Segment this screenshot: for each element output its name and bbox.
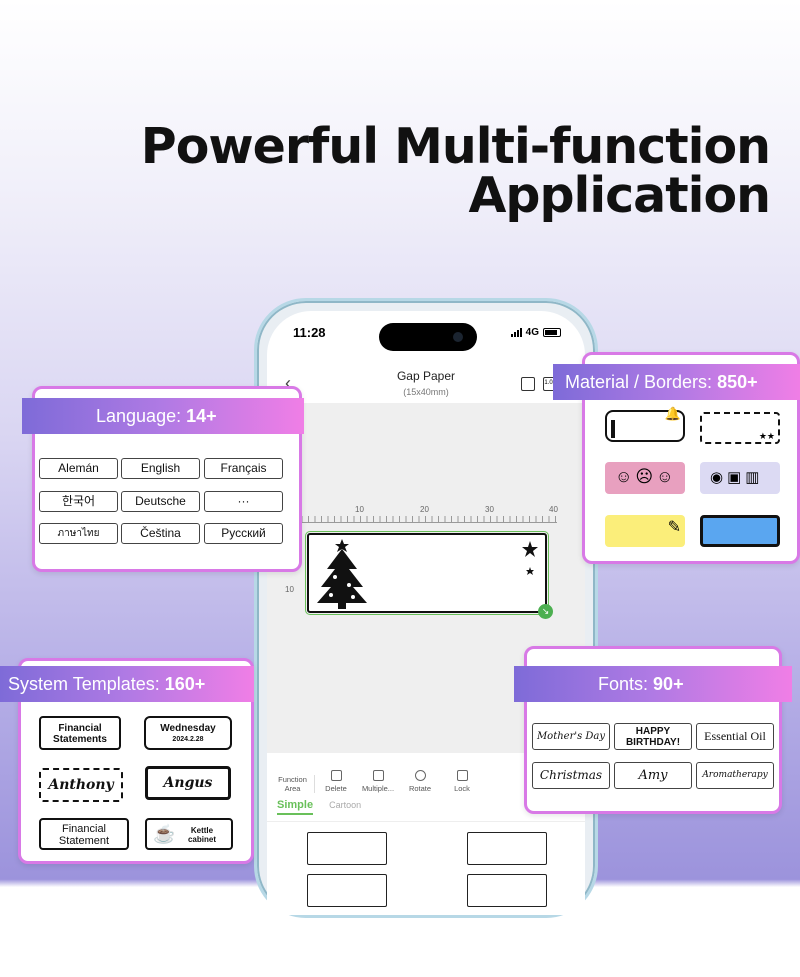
border-sample-pencil[interactable]: ✎ — [605, 515, 685, 547]
template-thumb[interactable] — [467, 874, 547, 907]
status-time: 11:28 — [293, 325, 326, 340]
fonts-tag: Fonts: 90+ — [514, 666, 792, 702]
page-subtitle: (15x40mm) — [403, 387, 449, 397]
language-tag-label: Language: — [96, 406, 182, 426]
status-icons: 4G — [510, 327, 561, 338]
template-financial-statement[interactable]: Financial Statement — [39, 818, 129, 850]
ruler: 0 10 20 30 40 — [293, 505, 558, 523]
template-kettle-cabinet[interactable]: ☕ Kettle cabinet — [145, 818, 233, 850]
fonts-tag-value: 90+ — [653, 674, 684, 694]
page-title: Gap Paper — [396, 369, 456, 383]
battery-icon — [543, 328, 561, 337]
language-tag-value: 14+ — [186, 406, 217, 426]
kettle-icon: ☕ — [153, 824, 176, 844]
template-anthony[interactable]: Anthony — [39, 768, 123, 802]
label-preview[interactable]: ↘ — [305, 531, 553, 619]
delete-button[interactable]: Delete — [315, 770, 357, 793]
templates-tag-value: 160+ — [164, 674, 206, 694]
ruler-label: 40 — [549, 505, 558, 514]
template-angus[interactable]: Angus — [145, 766, 231, 800]
language-tag: Language: 14+ — [22, 398, 304, 434]
tab-cartoon[interactable]: Cartoon — [329, 800, 362, 810]
design-canvas[interactable]: 0 10 20 30 40 10 — [267, 403, 585, 753]
side-ruler-label: 10 — [285, 585, 294, 594]
christmas-tree-icon — [317, 539, 367, 609]
language-chip[interactable]: Deutsche — [121, 491, 200, 512]
multiple-button[interactable]: Multiple... — [357, 770, 399, 793]
language-chip[interactable]: English — [121, 458, 200, 479]
border-sample-faces[interactable]: ☺☹☺ — [605, 462, 685, 494]
lock-label: Lock — [454, 784, 470, 793]
material-tag-value: 850+ — [717, 372, 758, 392]
font-sample-amy[interactable]: Amy — [614, 762, 692, 789]
template-thumb[interactable] — [307, 832, 387, 865]
toolbar: Function Area Delete Multiple... Rotate … — [267, 753, 585, 793]
star-icon — [522, 541, 538, 575]
template-kettle-line2: cabinet — [187, 835, 216, 844]
headline-line1: Powerful Multi-function — [140, 118, 771, 175]
template-kettle-line1: Kettle — [190, 826, 214, 835]
bell-icon: 🔔 — [664, 406, 681, 421]
trash-icon — [330, 770, 342, 781]
template-wednesday-date: 2024.2.28 — [172, 736, 204, 743]
food-icons: ◉▣▥ — [710, 469, 764, 486]
template-financial-statements[interactable]: Financial Statements — [39, 716, 121, 750]
multi-select-icon — [372, 770, 384, 781]
border-sample-blue[interactable] — [700, 515, 780, 547]
back-icon[interactable]: ‹ — [285, 373, 291, 393]
language-chip[interactable]: ภาษาไทย — [39, 523, 118, 544]
lock-button[interactable]: Lock — [441, 770, 483, 793]
template-grid — [267, 821, 585, 915]
border-sample-dashed[interactable]: ★★ — [700, 412, 780, 444]
template-wednesday-title: Wednesday — [160, 723, 216, 734]
language-chip[interactable]: Русский — [204, 523, 283, 544]
tab-simple[interactable]: Simple — [277, 799, 314, 815]
ruler-label: 20 — [420, 505, 429, 514]
stars-icon: ★★ — [758, 431, 775, 441]
lock-icon — [456, 770, 468, 781]
rotate-icon — [414, 770, 426, 781]
font-sample-aromatherapy[interactable]: Aromatherapy — [696, 762, 774, 789]
dynamic-island — [379, 323, 477, 351]
rotate-button[interactable]: Rotate — [399, 770, 441, 793]
delete-label: Delete — [325, 784, 347, 793]
ruler-label: 30 — [485, 505, 494, 514]
template-thumb[interactable] — [307, 874, 387, 907]
language-chip[interactable]: Français — [204, 458, 283, 479]
emoji-faces-icon: ☺☹☺ — [615, 467, 677, 486]
font-sample-mothers-day[interactable]: Mother's Day — [532, 723, 610, 750]
language-chip[interactable]: ··· — [204, 491, 283, 512]
font-sample-christmas[interactable]: Christmas — [532, 762, 610, 789]
rotate-view-icon[interactable] — [521, 377, 535, 391]
headline: Powerful Multi-function Application — [140, 118, 771, 224]
material-tag: Material / Borders: 850+ — [553, 364, 800, 400]
headline-line2: Application — [468, 167, 771, 224]
phone-screen: 11:28 4G ‹ Gap Paper (15x40mm) 1.0x 0 10… — [267, 311, 585, 915]
resize-handle[interactable]: ↘ — [538, 604, 553, 619]
candle-icon — [611, 420, 615, 438]
font-sample-essential-oil[interactable]: Essential Oil — [696, 723, 774, 750]
border-sample-food[interactable]: ◉▣▥ — [700, 462, 780, 494]
border-sample-bell[interactable]: 🔔 — [605, 406, 685, 442]
material-tag-label: Material / Borders: — [565, 372, 713, 392]
language-chip[interactable]: 한국어 — [39, 491, 118, 512]
rotate-label: Rotate — [408, 784, 432, 793]
network-label: 4G — [525, 327, 539, 338]
fonts-tag-label: Fonts: — [598, 674, 649, 694]
templates-tag: System Templates: 160+ — [0, 666, 254, 702]
multiple-label: Multiple... — [361, 784, 395, 793]
pencil-icon: ✎ — [667, 519, 681, 536]
templates-tag-label: System Templates: — [8, 674, 160, 694]
phone-mockup: 11:28 4G ‹ Gap Paper (15x40mm) 1.0x 0 10… — [254, 298, 598, 918]
ruler-label: 10 — [355, 505, 364, 514]
template-thumb[interactable] — [467, 832, 547, 865]
function-area-button[interactable]: Function Area — [275, 775, 315, 793]
signal-icon — [510, 328, 522, 337]
language-chip[interactable]: Čeština — [121, 523, 200, 544]
language-chip[interactable]: Alemán — [39, 458, 118, 479]
font-sample-happy-birthday[interactable]: HAPPY BIRTHDAY! — [614, 723, 692, 750]
template-wednesday[interactable]: Wednesday 2024.2.28 — [144, 716, 232, 750]
